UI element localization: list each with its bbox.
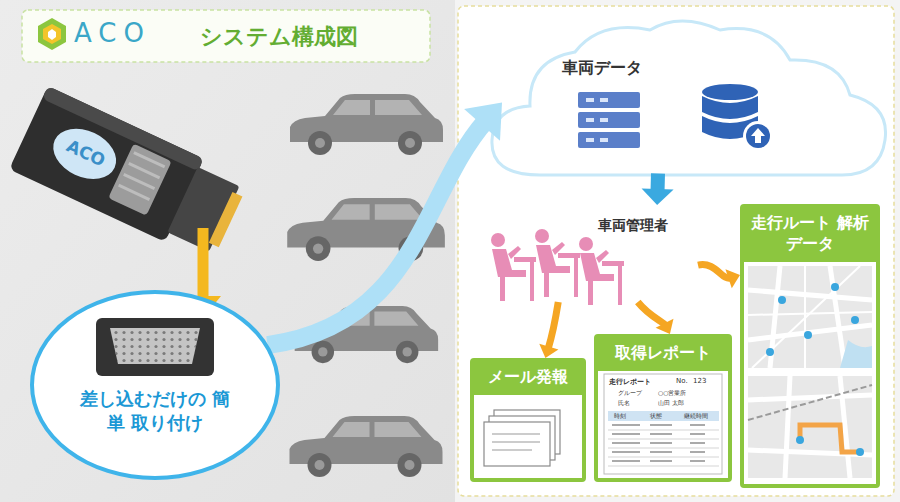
report-title: 走行レポート — [609, 377, 651, 387]
feature-box: メール発報 — [470, 358, 586, 482]
report-field: 山田 太郎 — [658, 399, 684, 408]
box-heading: メール発報 — [474, 362, 582, 395]
box-heading: 取得レポート — [598, 338, 728, 371]
diagram-title: システム構成図 — [200, 22, 358, 52]
report-field: 氏名 — [618, 399, 630, 408]
report-no: No. — [676, 377, 688, 385]
connector — [548, 302, 558, 349]
arrow-head — [656, 319, 674, 334]
data-cloud: 車両データ — [490, 20, 890, 185]
device-label: ACO — [64, 135, 109, 170]
connector — [268, 120, 487, 345]
report-field: グループ — [618, 389, 642, 398]
table-header: 時刻 — [614, 412, 626, 421]
manager-group: 車両管理者 — [483, 205, 698, 302]
feature-box: 取得レポート — [594, 334, 732, 482]
arrow-head — [725, 269, 740, 288]
arrow-head — [642, 189, 674, 205]
logo-text: ACO — [74, 18, 151, 48]
feature-box: 走行ルート 解析データ — [740, 204, 880, 488]
report-field: ○○営業所 — [658, 389, 686, 398]
arrow-head — [539, 344, 558, 358]
install-circle: 差し込むだけの 簡単 取り付け — [30, 290, 280, 480]
connector — [698, 265, 731, 279]
node-text: 車両管理者 — [598, 217, 668, 235]
node-text: 差し込むだけの 簡単 取り付け — [75, 387, 235, 436]
arrow-head — [464, 103, 502, 141]
connector — [638, 302, 666, 325]
table-header: 状態 — [650, 412, 662, 421]
table-header: 継続時間 — [684, 412, 708, 421]
box-heading: 走行ルート 解析データ — [744, 208, 876, 262]
report-no: 123 — [693, 377, 706, 385]
node-text: 車両データ — [562, 58, 642, 79]
